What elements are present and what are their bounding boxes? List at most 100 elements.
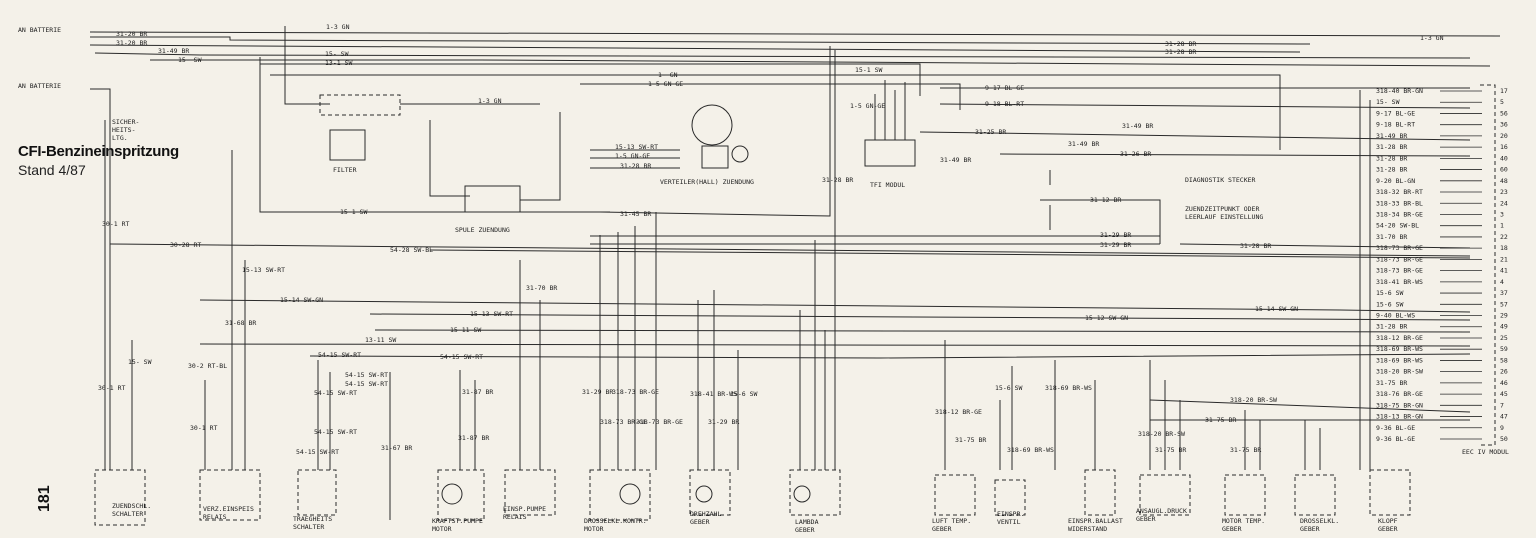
tfi-label: TFI MODUL [870, 181, 905, 189]
fuse-note-2: HEITS- [112, 126, 135, 134]
lambda-sensor-label-2: GEBER [795, 526, 815, 534]
vertical-label: 15-6 SW [730, 390, 757, 398]
filter-shape [329, 129, 366, 161]
wire-label: 31-28 BR [620, 162, 651, 170]
eec-pin-wire: 15-6 SW [1376, 300, 1403, 308]
wire-label: 15-14 SW-GN [280, 296, 323, 304]
eec-pin-wire: 31-75 BR [1376, 379, 1407, 387]
distributor-shape [691, 104, 733, 146]
wire-31-49-br [94, 52, 1471, 59]
eec-pin-number: 49 [1500, 323, 1508, 331]
vertical-label: 30-2 RT-BL [188, 362, 227, 370]
tps-label-1: DROSSELKL. [1300, 517, 1339, 525]
vertical-label: 31-68 BR [225, 319, 256, 327]
eec-pin-number: 7 [1500, 401, 1504, 409]
vertical-label: 318-41 BR-WS [690, 390, 737, 398]
eec-pin-number: 21 [1500, 255, 1508, 263]
wire-label: 15- SW [178, 56, 202, 64]
vertical-label: 31-70 BR [526, 284, 557, 292]
eec-pin-wire: 318-76 BR-GE [1376, 390, 1423, 398]
coolant-temp-label-2: GEBER [1222, 525, 1242, 533]
timing-label-1: ZUENDZEITPUNKT ODER [1185, 205, 1259, 213]
eec-pin-number: 20 [1500, 132, 1508, 140]
eec-pin-wire: 9-20 BL-GN [1376, 177, 1415, 185]
wire-label: 31-29 BR [1100, 231, 1131, 239]
vertical-label: 318-73 BR-GE [600, 418, 647, 426]
filter-label: FILTER [333, 166, 357, 174]
vertical-label: 31-29 BR [708, 418, 739, 426]
eec-pin-number: 36 [1500, 121, 1508, 129]
vertical-label: 31-75 BR [1155, 446, 1186, 454]
eec-pin-wire: 9-36 BL-GE [1376, 424, 1415, 432]
throttle-motor-label-2: MOTOR [584, 525, 604, 533]
wire-31-45 [599, 46, 831, 217]
vertical-label: 31-28 BR [822, 176, 853, 184]
vertical-label: 54-15 SW-RT [314, 389, 357, 397]
vertical-label: 31-67 BR [381, 444, 412, 452]
vertical-label: 15-6 SW [995, 384, 1022, 392]
eec-pin-number: 48 [1500, 177, 1508, 185]
air-temp-label-1: LUFT TEMP. [932, 517, 971, 525]
wire-31-20-br-1 [90, 36, 1310, 45]
vertical-label: 30-1 RT [102, 220, 129, 228]
vertical-label: 31-87 BR [462, 388, 493, 396]
wire-label: 31-28 BR [1240, 242, 1271, 250]
knock-sensor-label-2: GEBER [1378, 525, 1398, 533]
eec-pin-wire: 15-6 SW [1376, 289, 1403, 297]
wire-label: 54-15 SW-RT [318, 351, 361, 359]
fuse-note-1: SICHER- [112, 118, 139, 126]
wire-label: 54-28 SW-BL [390, 246, 433, 254]
wire-label: 1-3 GN [326, 23, 350, 31]
vertical-label: 31-87 BR [458, 434, 489, 442]
wire-31-20-br-2 [89, 44, 1301, 53]
eec-pin-wire: 31-28 BR [1376, 143, 1407, 151]
vertical-label: 30-1 RT [98, 384, 125, 392]
eec-pin-wire: 9-40 BL-WS [1376, 312, 1415, 320]
eec-pin-number: 17 [1500, 87, 1508, 95]
ballast-label-1: EINSPR.BALLAST [1068, 517, 1123, 525]
eec-pin-wire: 318-20 BR-SW [1376, 368, 1423, 376]
eec-module-outline [1480, 84, 1496, 446]
wire-label: 54-15 SW-RT [345, 380, 388, 388]
ignition-switch-label-1: ZUENDSCHL. [112, 502, 151, 510]
eec-pin-wire: 318-73 BR-GE [1376, 255, 1423, 263]
ballast-label-2: WIDERSTAND [1068, 525, 1107, 533]
wire-coil-b [520, 112, 561, 201]
injector-label-2: VENTIL [997, 518, 1021, 526]
vertical-label: 54-15 SW-RT [314, 428, 357, 436]
eec-pin-number: 41 [1500, 267, 1508, 275]
fuse-note-3: LTG. [112, 134, 128, 142]
wire-label: 15-11 SW [450, 326, 481, 334]
eec-pin-number: 4 [1500, 278, 1504, 286]
wire-label: 54-15 SW-RT [345, 371, 388, 379]
eec-pin-wire: 15- SW [1376, 98, 1400, 106]
wire-label: 15-13 SW-RT [470, 310, 513, 318]
injector-label-1: EINSPR. [997, 510, 1024, 518]
eec-pin-number: 18 [1500, 244, 1508, 252]
vertical-label: 15- SW [128, 358, 152, 366]
wire-label: 15-1 SW [340, 208, 367, 216]
wire-label: 31-75 BR [1205, 416, 1236, 424]
eec-pin-number: 58 [1500, 356, 1508, 364]
vertical-label: 31-75 BR [955, 436, 986, 444]
wire-label: 31-29 BR [1100, 241, 1131, 249]
eec-pin-wire: 9-36 BL-GE [1376, 435, 1415, 443]
wire-1-3-gn-top [89, 31, 1501, 37]
wire-30-28-rt [109, 243, 1471, 257]
delay-relay-label-1: VERZ.EINSPEIS [203, 505, 254, 513]
wire-15-sw-b [259, 57, 610, 213]
vertical-label: 30-1 RT [190, 424, 217, 432]
diagnostic-label: DIAGNOSTIK STECKER [1185, 176, 1256, 184]
vertical-label: 31-49 BR [940, 156, 971, 164]
eec-pin-wire: 31-28 BR [1376, 154, 1407, 162]
wire-1-gn [270, 74, 1281, 150]
wire-label: 31-28 BR [1165, 40, 1196, 48]
inertia-switch-label-2: SCHALTER [293, 523, 324, 531]
wire-battery-2 [90, 88, 111, 470]
eec-pin-wire: 31-28 BR [1376, 323, 1407, 331]
eec-pin-wire: 31-28 BR [1376, 166, 1407, 174]
wire-label: 9-18 BL-RT [985, 100, 1024, 108]
wire-label: 1-3 GN [478, 97, 502, 105]
eec-pin-wire: 9-17 BL-GE [1376, 109, 1415, 117]
wire-label: 1-5 GN-GE [648, 80, 683, 88]
